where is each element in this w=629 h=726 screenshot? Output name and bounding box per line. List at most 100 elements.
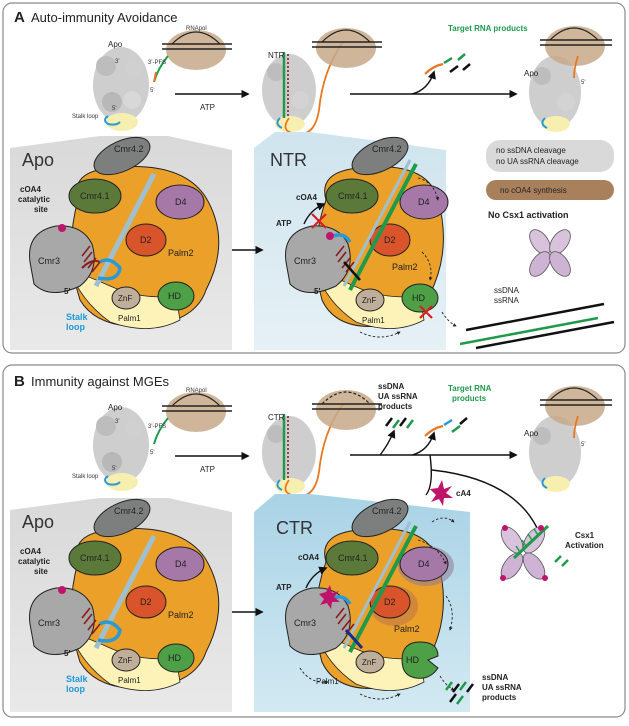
target-rna-fragments-b xyxy=(424,417,468,437)
apo-five-prime: 5' xyxy=(112,106,116,112)
apo-big-complex xyxy=(29,136,220,329)
pfs-label: 3'-PFS xyxy=(148,60,166,66)
apo-mini-complex xyxy=(93,47,149,131)
ca4-label: cA4 xyxy=(456,489,471,498)
apo-mini-complex-right xyxy=(529,26,612,132)
ctr-d2-label: D2 xyxy=(384,597,396,607)
panel-a: A Auto-immunity Avoidance Apo 5' 3' Stal… xyxy=(2,2,626,354)
ntr-d2-label: D2 xyxy=(384,235,396,245)
apo-b-coa4-catalytic-label: cOA4 catalytic site xyxy=(18,547,52,576)
pfs-five-prime-b: 5' xyxy=(150,450,154,456)
products-curve-a xyxy=(411,70,436,95)
ssdna-fragments-bottom xyxy=(445,681,474,705)
csx1-inactive-icon xyxy=(529,229,571,277)
panel-a-title: Auto-immunity Avoidance xyxy=(31,10,177,25)
ntr-mini-label: NTR xyxy=(268,51,285,60)
ssdna-products-b: ssDNA UA ssRNA products xyxy=(378,382,420,411)
apo-b-five-prime-big: 5' xyxy=(64,649,70,658)
ctr-palm1-label: Palm1 xyxy=(316,677,339,686)
apo-coa4-catalytic-label: cOA4 catalytic site xyxy=(18,185,52,214)
atp-label-a: ATP xyxy=(200,103,215,112)
ntr-cmr41-label: Cmr4.1 xyxy=(338,191,368,201)
apo-cmr41-label: Cmr4.1 xyxy=(80,191,110,201)
no-csx1-text: No Csx1 activation xyxy=(488,210,569,220)
ntr-d4-label: D4 xyxy=(418,197,430,207)
panel-b: B Immunity against MGEs Apo 5' 3' Stalk … xyxy=(2,364,626,718)
apo-right-five: 5' xyxy=(581,80,585,86)
ctr-znf-label: ZnF xyxy=(362,658,376,667)
ntr-palm1-label: Palm1 xyxy=(362,316,385,325)
ctr-atp-label: ATP xyxy=(276,583,292,592)
no-synthesis-box xyxy=(486,180,614,200)
ca4-drop xyxy=(425,454,433,496)
apo-mini-label: Apo xyxy=(108,40,123,49)
apo-big-label: Apo xyxy=(22,150,54,170)
ntr-atp-label: ATP xyxy=(276,219,292,228)
apo-mini-label-b: Apo xyxy=(108,403,123,412)
ctr-coa4-label: cOA4 xyxy=(298,553,319,562)
apo-five-prime-b: 5' xyxy=(112,466,116,472)
target-rna-products-b: Target RNA products xyxy=(448,384,493,403)
ntr-coa4-label: cOA4 xyxy=(296,193,317,202)
ntr-hd-label: HD xyxy=(412,293,425,303)
ctr-big-complex xyxy=(285,498,455,700)
pfs-label-b: 3'-PFS xyxy=(148,424,166,430)
nucleic-acid-strands xyxy=(459,302,615,350)
ntr-big-complex xyxy=(285,136,457,338)
apo-palm1-label: Palm1 xyxy=(118,314,141,323)
target-rna-products-a: Target RNA products xyxy=(448,24,528,33)
csx1-activation-label: Csx1 Activation xyxy=(565,531,604,550)
apo-big-complex-b xyxy=(29,498,220,691)
panel-a-letter: A xyxy=(14,9,25,26)
apo-right-label: Apo xyxy=(524,69,539,78)
ntr-palm2-label: Palm2 xyxy=(392,262,418,272)
ctr-hd-label: HD xyxy=(406,655,419,665)
rnapol-complex xyxy=(153,30,232,83)
ssdna-fragments-top xyxy=(385,417,414,429)
apo-five-prime-big: 5' xyxy=(64,287,70,296)
no-cleavage-box xyxy=(486,140,614,172)
ntr-znf-label: ZnF xyxy=(362,296,376,305)
atp-label-b: ATP xyxy=(200,465,215,474)
apo-mini-complex-b xyxy=(93,407,149,491)
csx1-activation-arrow xyxy=(431,469,544,542)
ctr-mini-complex xyxy=(262,390,382,497)
ntr-cmr3-label: Cmr3 xyxy=(294,256,316,266)
target-rna-fragments-a xyxy=(424,53,471,75)
apo-b-cmr41-label: Cmr4.1 xyxy=(80,553,110,563)
no-synthesis-text: no cOA4 synthesis xyxy=(500,186,567,195)
ctr-d4-label: D4 xyxy=(418,559,430,569)
apo-b-d4-label: D4 xyxy=(175,559,187,569)
rnapol-complex-b xyxy=(153,392,232,445)
ntr-big-label: NTR xyxy=(270,150,307,170)
ssdna-ssrna-label: ssDNA ssRNA xyxy=(494,286,521,305)
apo-mini-complex-right-b xyxy=(529,386,612,492)
apo-right-five-b: 5' xyxy=(581,442,585,448)
stalk-loop-label-a: Stalk loop xyxy=(66,312,90,332)
ssdna-curve-b xyxy=(379,429,396,456)
apo-hd-label: HD xyxy=(168,291,181,301)
apo-b-palm1-label: Palm1 xyxy=(118,676,141,685)
apo-palm2-label: Palm2 xyxy=(168,248,194,258)
stalk-loop-label-b: Stalk loop xyxy=(66,674,90,694)
apo-big-label-b: Apo xyxy=(22,512,54,532)
target-curve-b xyxy=(411,431,436,456)
apo-b-d2-label: D2 xyxy=(140,597,152,607)
no-cleavage-text: no ssDNA cleavage no UA ssRNA cleavage xyxy=(496,146,579,166)
apo-three-prime-b: 3' xyxy=(115,419,119,425)
apo-b-palm2-label: Palm2 xyxy=(168,610,194,620)
apo-b-cmr42-label: Cmr4.2 xyxy=(114,506,144,516)
ca4-icon xyxy=(430,480,453,506)
stalk-loop-mini-label-b: Stalk loop xyxy=(72,474,99,480)
ntr-five-prime-big: 5' xyxy=(314,287,320,296)
rnapol-label-b: RNApol xyxy=(186,388,207,394)
csx1-active-icon xyxy=(500,524,569,581)
ctr-cmr42-label: Cmr4.2 xyxy=(372,506,402,516)
ctr-big-label: CTR xyxy=(276,518,313,538)
ctr-cmr41-label: Cmr4.1 xyxy=(338,553,368,563)
ntr-cmr42-label: Cmr4.2 xyxy=(372,144,402,154)
ntr-mini-complex xyxy=(262,28,382,135)
apo-znf-label: ZnF xyxy=(118,294,132,303)
